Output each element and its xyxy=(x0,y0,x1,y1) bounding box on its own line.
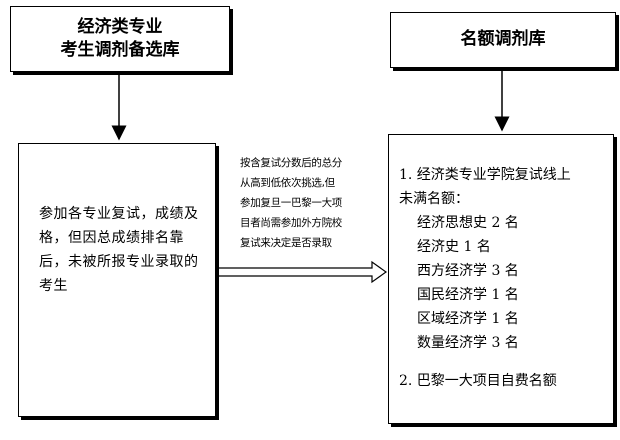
quota-pool-title: 名额调剂库 xyxy=(460,29,546,49)
reserve-pool-title-line2: 考生调剂备选库 xyxy=(60,40,180,60)
list-subitem: 国民经济学 1 名 xyxy=(417,287,519,303)
candidates-box: 参加各专业复试，成绩及格，但因总成绩排名靠后，未被所报专业录取的考生 xyxy=(18,143,216,417)
arrow-note-line: 从高到低依次挑选,但 xyxy=(240,177,335,189)
list-item-1-line1: 1. 经济类专业学院复试线上 xyxy=(399,167,571,183)
arrow-note-line: 目者尚需参加外方院校 xyxy=(240,217,342,229)
list-item-1-line2: 未满名额： xyxy=(399,191,469,207)
list-subitem: 西方经济学 3 名 xyxy=(417,263,519,279)
arrow-note-line: 复试来决定是否录取 xyxy=(240,237,332,249)
list-subitem: 经济思想史 2 名 xyxy=(417,215,519,231)
quota-list: 1. 经济类专业学院复试线上 未满名额： 经济思想史 2 名 经济史 1 名 西… xyxy=(399,163,571,393)
arrow-note: 按含复试分数后的总分 从高到低依次挑选,但 参加复旦一巴黎一大项 目者尚需参加外… xyxy=(240,153,370,253)
list-subitem: 数量经济学 3 名 xyxy=(417,335,519,351)
hollow-arrow-candidates-to-quota xyxy=(215,260,388,284)
arrow-note-line: 参加复旦一巴黎一大项 xyxy=(240,197,342,209)
list-spacer xyxy=(399,355,571,369)
quota-pool-box: 名额调剂库 xyxy=(390,12,616,68)
candidates-description: 参加各专业复试，成绩及格，但因总成绩排名靠后，未被所报专业录取的考生 xyxy=(39,206,199,294)
list-subitem: 经济史 1 名 xyxy=(417,239,491,255)
arrow-note-line: 按含复试分数后的总分 xyxy=(240,157,342,169)
list-item-2: 2. 巴黎一大项目自费名额 xyxy=(399,373,557,389)
reserve-pool-box: 经济类专业 考生调剂备选库 xyxy=(10,6,230,72)
reserve-pool-title-line1: 经济类专业 xyxy=(77,17,163,37)
list-subitem: 区域经济学 1 名 xyxy=(417,311,519,327)
quota-list-box: 1. 经济类专业学院复试线上 未满名额： 经济思想史 2 名 经济史 1 名 西… xyxy=(388,134,614,424)
